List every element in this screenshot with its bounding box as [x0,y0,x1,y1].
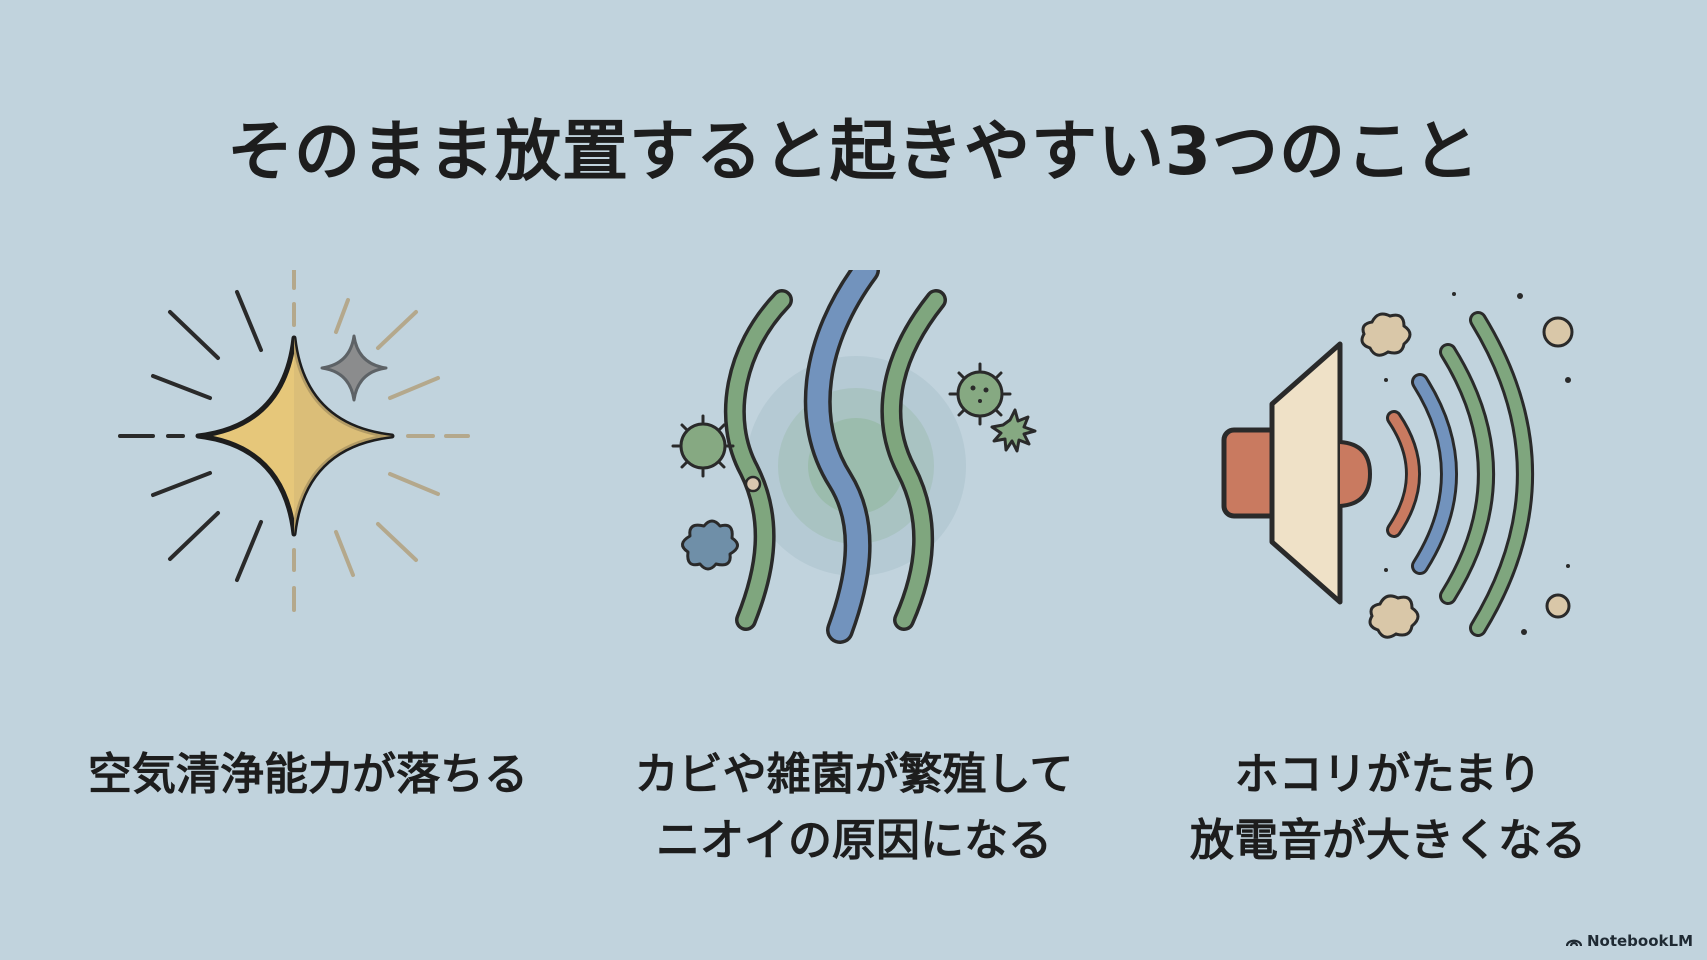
mold-odor-icon [634,270,1074,670]
caption-line: ニオイの原因になる [656,815,1052,866]
notebooklm-logo-icon [1565,939,1582,947]
caption-line: 放電音が大きくなる [1190,815,1586,866]
sparkle-icon [98,270,538,670]
watermark-label: NotebookLM [1586,932,1693,950]
notebooklm-watermark: NotebookLM [1565,932,1693,950]
caption-air-cleaning: 空気清浄能力が落ちる [38,742,578,808]
caption-mold-odor: カビや雑菌が繁殖して ニオイの原因になる [584,742,1124,874]
caption-line: 空気清浄能力が落ちる [88,749,528,800]
slide-title: そのまま放置すると起きやすい3つのこと [227,113,1480,190]
caption-line: カビや雑菌が繁殖して [634,749,1074,800]
caption-line: ホコリがたまり [1234,749,1542,800]
caption-dust-noise: ホコリがたまり 放電音が大きくなる [1118,742,1658,874]
speaker-noise-icon [1140,270,1580,670]
